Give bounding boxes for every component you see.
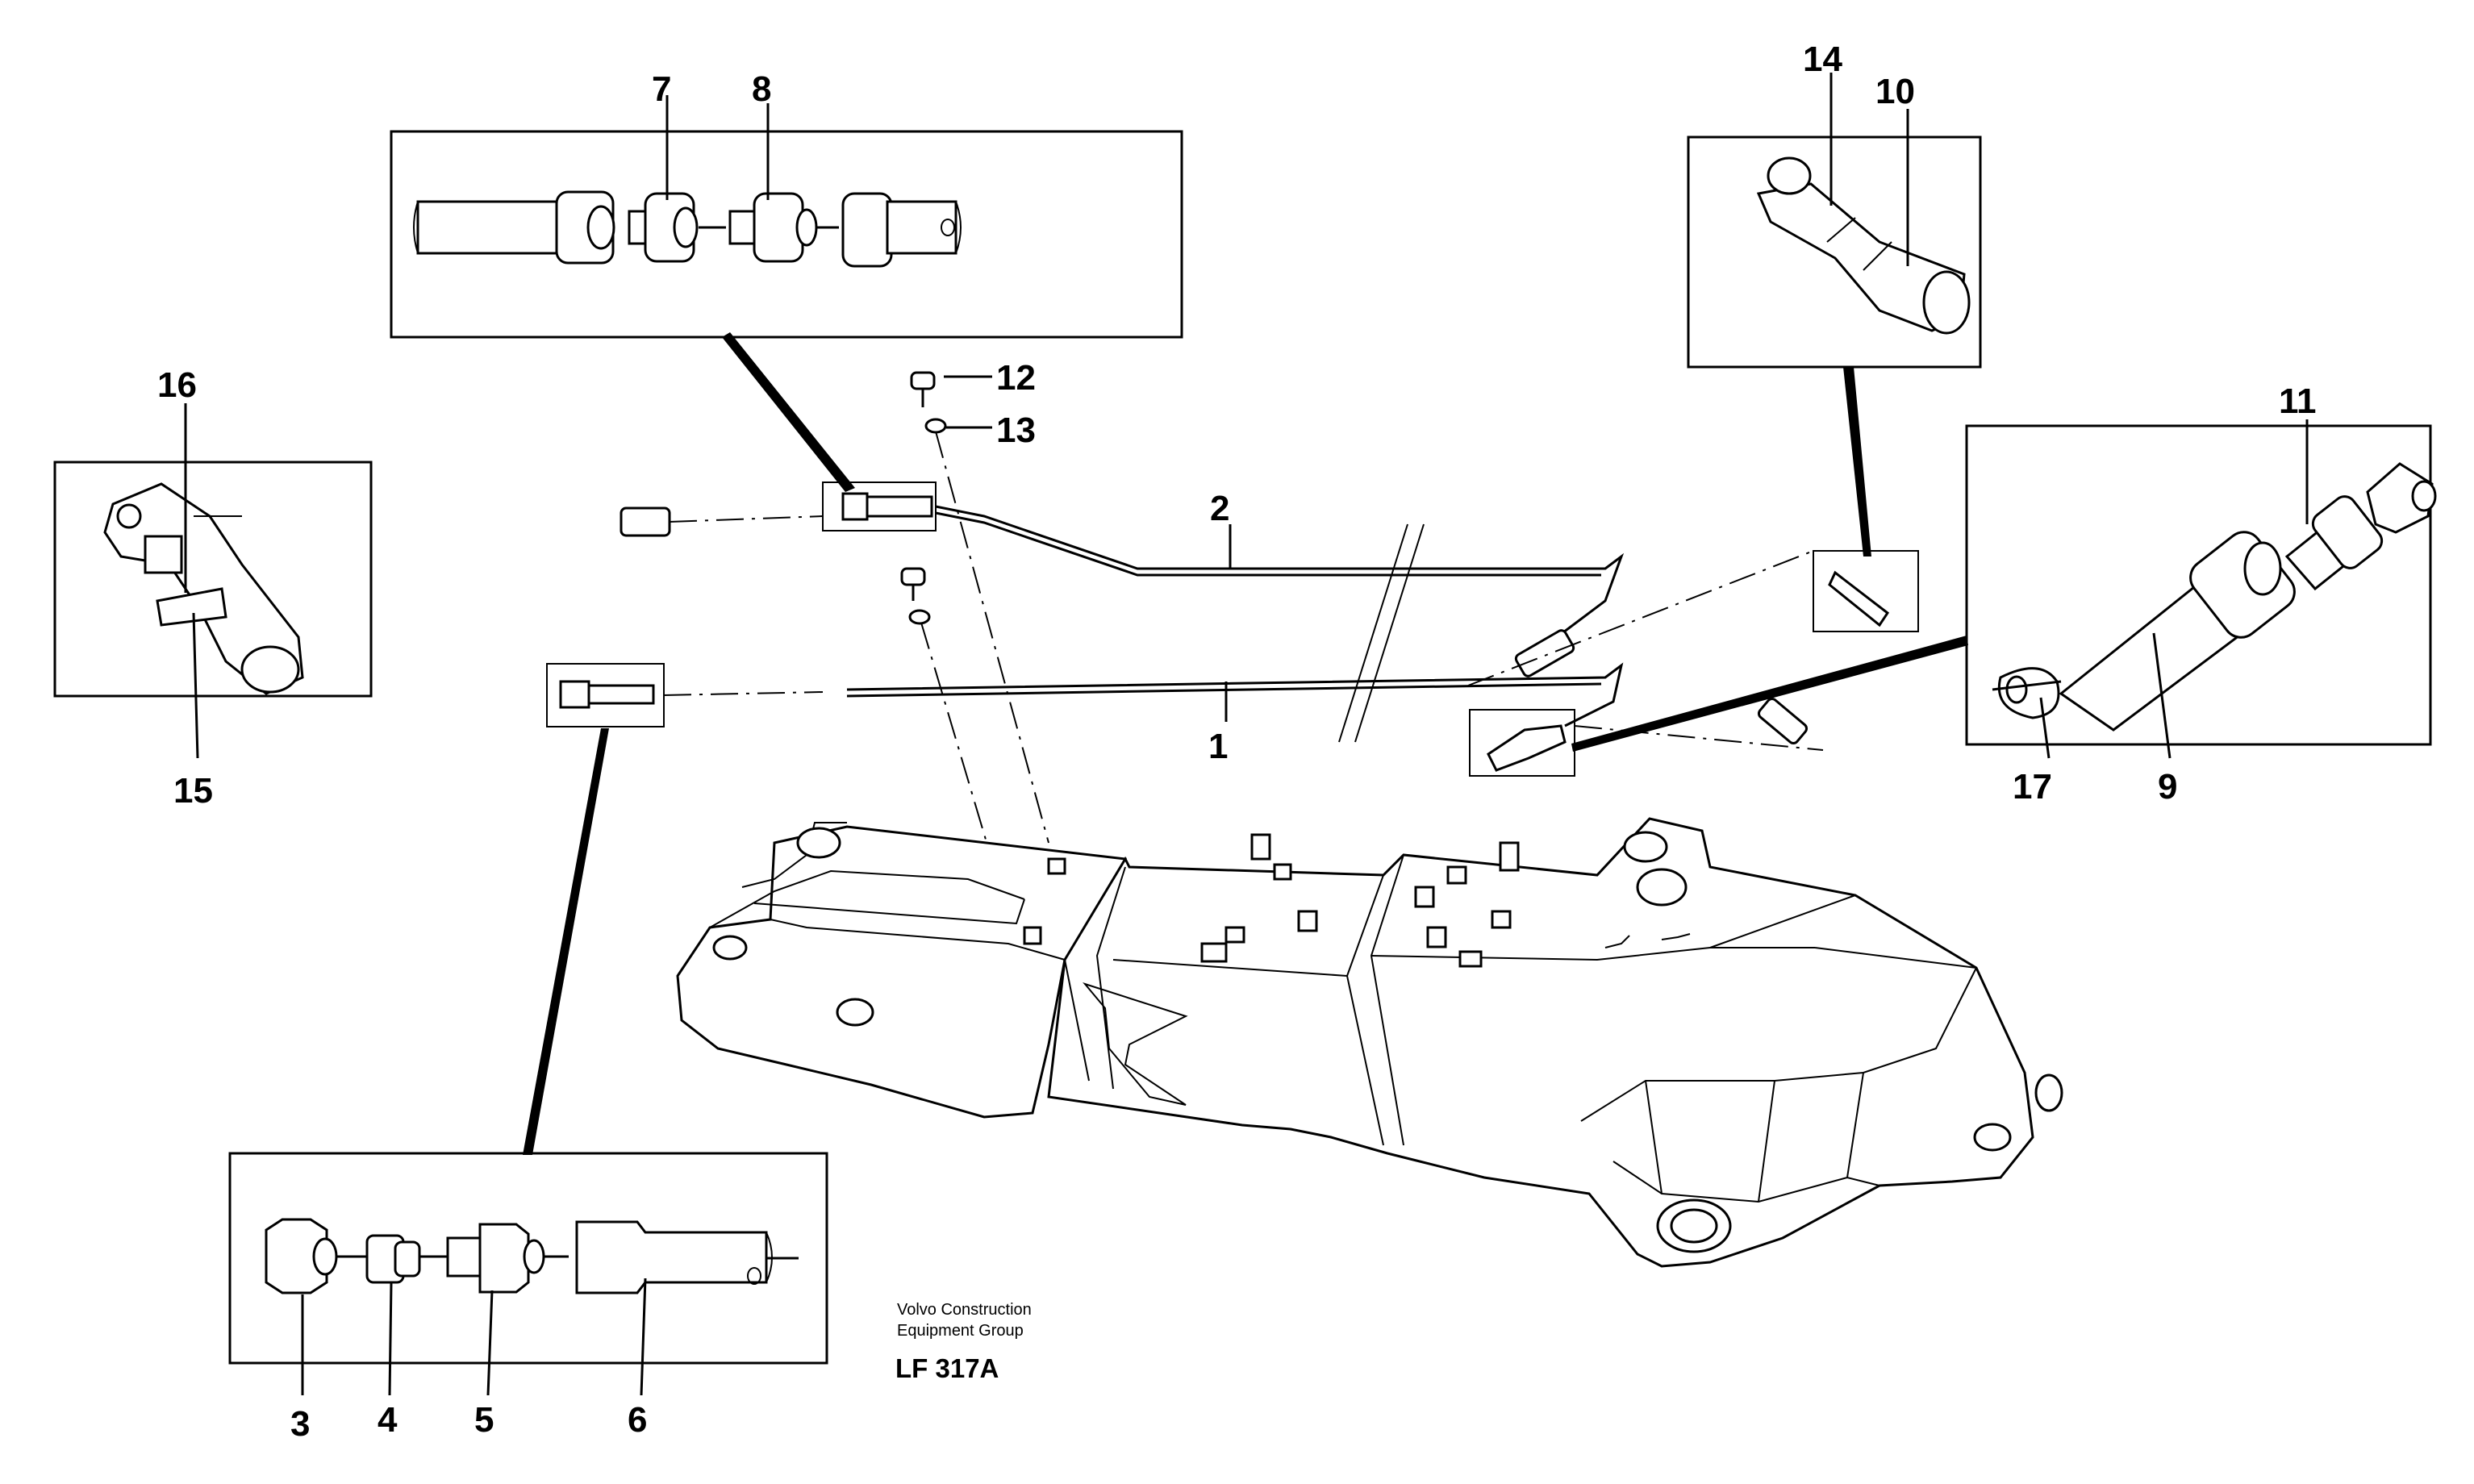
label-17: 17 [2013, 767, 2052, 807]
label-14: 14 [1803, 40, 1842, 79]
label-15: 15 [173, 771, 213, 811]
callout-labels: 7 8 12 13 2 1 14 10 11 17 9 16 15 3 4 5 … [157, 40, 2317, 1444]
drawing-code: LF 317A [895, 1353, 999, 1383]
label-5: 5 [474, 1400, 494, 1440]
label-3: 3 [290, 1404, 310, 1444]
label-16: 16 [157, 365, 197, 405]
callout-leaders [184, 73, 2309, 1396]
caption-block: Volvo Construction Equipment Group LF 31… [895, 1301, 1032, 1383]
inset-bottom-left [228, 1152, 828, 1365]
company-line-2: Equipment Group [897, 1322, 1024, 1340]
label-13: 13 [996, 411, 1036, 450]
hydraulic-lines [620, 371, 1824, 916]
small-box-right-lower [1469, 709, 1575, 777]
label-11: 11 [2279, 381, 2317, 421]
label-2: 2 [1210, 489, 1229, 528]
inset-right [1965, 424, 2437, 746]
label-10: 10 [1875, 72, 1915, 111]
small-box-lower [546, 663, 665, 727]
label-7: 7 [652, 69, 671, 109]
label-6: 6 [628, 1400, 647, 1440]
small-box-upper [822, 481, 937, 531]
label-8: 8 [752, 69, 771, 109]
inset-left [53, 461, 373, 698]
label-1: 1 [1208, 727, 1228, 766]
company-line-1: Volvo Construction [897, 1301, 1032, 1319]
label-12: 12 [996, 358, 1036, 398]
inset-pointers [523, 332, 1968, 1155]
label-4: 4 [378, 1400, 398, 1440]
label-9: 9 [2158, 767, 2177, 807]
boom-arm [676, 817, 2063, 1268]
inset-top-right [1687, 135, 1982, 369]
small-box-right-upper [1813, 550, 1919, 632]
inset-top-left [390, 130, 1183, 339]
